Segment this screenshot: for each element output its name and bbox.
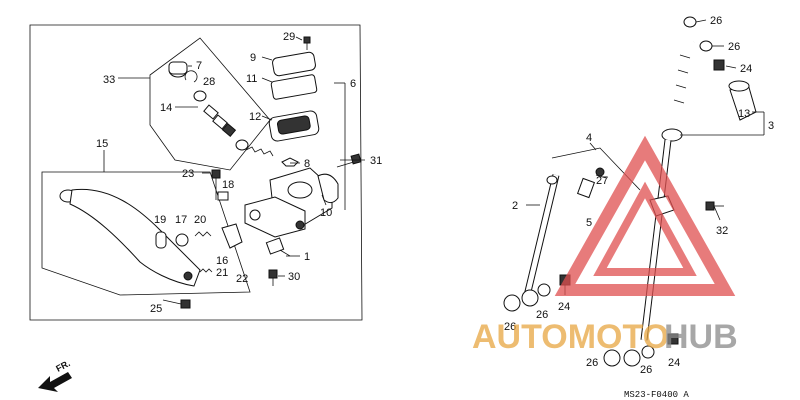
callout-9: 9 xyxy=(250,52,256,64)
callout-2: 2 xyxy=(512,200,518,212)
part-11-plate xyxy=(270,74,318,100)
part-6-body xyxy=(244,167,333,238)
callout-11: 11 xyxy=(246,73,257,85)
part-2-hose xyxy=(522,174,560,301)
callout-25: 25 xyxy=(150,303,162,315)
callout-20: 20 xyxy=(194,214,206,226)
part-5-joint xyxy=(576,177,596,199)
callout-23: 23 xyxy=(182,168,194,180)
callout-28: 28 xyxy=(203,76,215,88)
callout-24c: 24 xyxy=(668,357,680,369)
callout-33: 33 xyxy=(103,74,115,86)
callout-4: 4 xyxy=(586,132,592,144)
part-22-nut xyxy=(183,271,193,281)
part-21-spring xyxy=(199,268,213,273)
callout-17: 17 xyxy=(175,214,187,226)
callout-26e: 26 xyxy=(586,357,598,369)
front-arrow: FR. xyxy=(38,358,72,392)
subgroup-33-outline xyxy=(149,37,271,171)
part-9-cover xyxy=(272,51,316,77)
callout-24b: 24 xyxy=(558,301,570,313)
callout-16: 16 xyxy=(216,255,228,267)
callout-27: 27 xyxy=(596,175,608,187)
callout-12: 12 xyxy=(249,111,261,123)
callout-10: 10 xyxy=(320,207,332,219)
part-19-collar xyxy=(155,231,167,249)
callout-26a: 26 xyxy=(710,15,722,27)
callout-26f: 26 xyxy=(640,364,652,376)
callouts-right: 26 26 24 13 3 4 27 2 5 32 24 26 26 26 26… xyxy=(504,15,774,376)
subgroup-15-outline xyxy=(41,171,251,296)
part-7-cap xyxy=(168,61,188,78)
watermark-triangle xyxy=(554,135,736,296)
part-24-bolt-bottom xyxy=(667,333,679,345)
part-16-adjuster xyxy=(221,223,243,249)
part-29-screw xyxy=(303,36,311,50)
callout-26d: 26 xyxy=(504,321,516,333)
part-24-bolt-top xyxy=(713,59,725,71)
callout-30: 30 xyxy=(288,271,300,283)
callout-29: 29 xyxy=(283,31,295,43)
callout-26b: 26 xyxy=(728,41,740,53)
callout-15: 15 xyxy=(96,138,108,150)
part-20-spring xyxy=(194,231,212,237)
part-18-nut xyxy=(217,191,229,201)
callout-5: 5 xyxy=(586,217,592,229)
watermark-text-hub: HUB xyxy=(664,318,738,356)
part-23-bolt xyxy=(211,169,221,200)
part-17-pivot xyxy=(175,233,189,247)
part-31-bolt xyxy=(336,153,362,168)
part-10-holder xyxy=(317,173,339,204)
part-14-piston xyxy=(193,90,274,157)
part-12-diaphragm xyxy=(268,110,320,142)
diagram-code: MS23-F0400 A xyxy=(624,390,689,400)
front-label: FR. xyxy=(54,358,71,374)
callout-18: 18 xyxy=(222,179,234,191)
callout-13: 13 xyxy=(738,108,750,120)
part-28-circlip xyxy=(184,70,198,83)
callout-8: 8 xyxy=(304,158,310,170)
part-30-screw xyxy=(268,269,278,286)
part-1-switch xyxy=(265,237,291,257)
callout-32: 32 xyxy=(716,225,728,237)
callout-31: 31 xyxy=(370,155,382,167)
callout-3: 3 xyxy=(768,120,774,132)
callout-19: 19 xyxy=(154,214,166,226)
callouts-left: 33 7 28 14 29 9 11 6 12 8 31 10 15 23 18… xyxy=(96,31,382,315)
part-15-lever xyxy=(59,188,201,287)
leader-lines-left xyxy=(103,36,365,305)
part-13-cap xyxy=(728,80,757,121)
callout-21: 21 xyxy=(216,267,228,279)
callout-26c: 26 xyxy=(536,309,548,321)
watermark-text-auto: AUTOMOTO xyxy=(472,318,669,356)
callout-24a: 24 xyxy=(740,63,752,75)
part-26-washers xyxy=(503,16,713,367)
callout-14: 14 xyxy=(160,102,172,114)
leader-lines-right xyxy=(526,19,765,221)
callout-6: 6 xyxy=(350,78,356,90)
part-25-nut xyxy=(180,299,191,309)
callout-22: 22 xyxy=(236,273,248,285)
callout-1: 1 xyxy=(304,251,310,263)
part-8-clip xyxy=(281,157,299,167)
callout-7: 7 xyxy=(196,60,202,72)
watermark-logo: AUTOMOTO HUB xyxy=(472,135,738,356)
assembly-outline xyxy=(29,24,363,321)
